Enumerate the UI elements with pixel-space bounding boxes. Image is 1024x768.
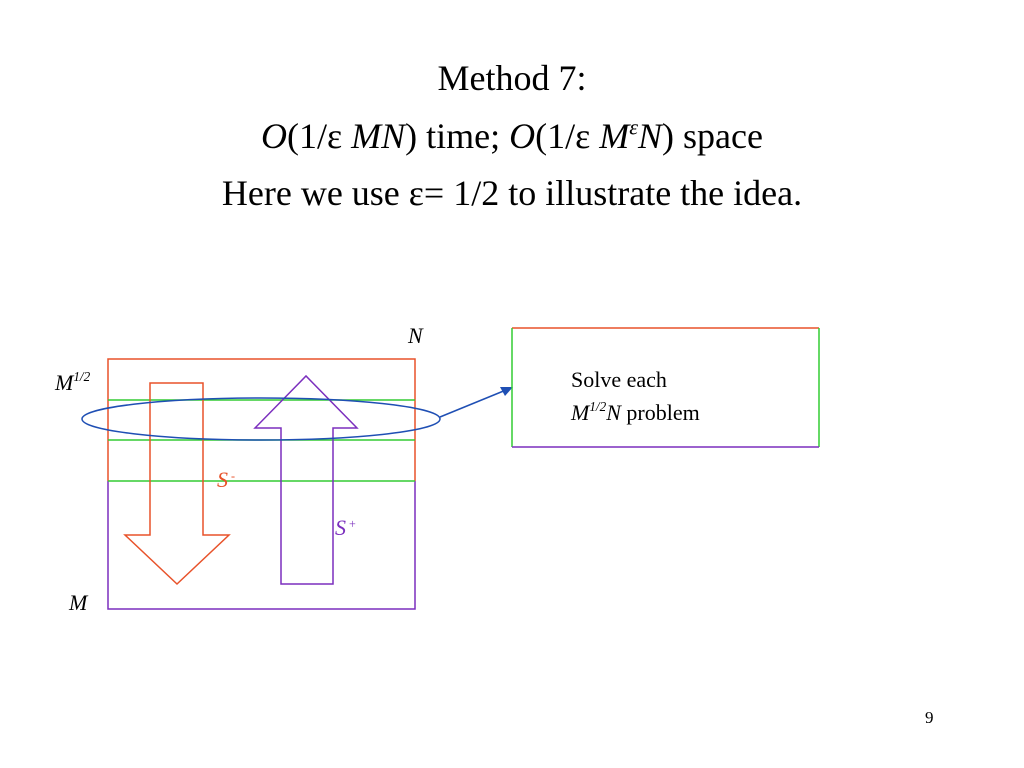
subproblem-m: M — [571, 400, 590, 425]
title-mn: MN — [351, 116, 406, 156]
label-n: N — [408, 323, 423, 348]
subproblem-n: N — [606, 400, 621, 425]
title-o-1: O — [261, 116, 288, 156]
label-s-plus-sign: + — [349, 516, 356, 531]
title-paren-1: (1/ε — [287, 116, 352, 156]
title-m: M — [599, 116, 630, 156]
subproblem-rest: problem — [620, 400, 700, 425]
s-minus-arrow — [123, 382, 231, 586]
label-m: M — [69, 590, 88, 615]
connector-line — [439, 389, 507, 418]
subproblem-line-1: Solve each — [571, 367, 667, 392]
label-m-half: M1/2 — [55, 368, 91, 395]
subproblem-m-sup: 1/2 — [589, 398, 607, 414]
matrix-lower-outline — [107, 481, 416, 610]
title-space: ) space — [662, 116, 763, 156]
s-plus-arrow — [253, 374, 359, 585]
label-s-minus-sign: - — [231, 468, 236, 483]
page-number: 9 — [925, 708, 934, 727]
title-paren-2: (1/ε — [535, 116, 600, 156]
connector-arrowhead — [500, 387, 513, 396]
subproblem-line-2: M1/2N problem — [571, 396, 700, 429]
label-m-half-sup: 1/2 — [73, 368, 91, 384]
title-line-1: Method 7: — [437, 58, 587, 98]
label-s-minus: S- — [217, 468, 235, 492]
title-n: N — [638, 116, 663, 156]
label-s-plus: S+ — [335, 516, 356, 540]
title-o-2: O — [509, 116, 536, 156]
label-s-minus-base: S — [217, 467, 228, 492]
title-time: ) time; — [405, 116, 510, 156]
title-line-3: Here we use ε= 1/2 to illustrate the ide… — [221, 173, 803, 213]
title-line-2: O(1/ε MN) time; O(1/ε MεN) space — [0, 116, 1024, 156]
strip-highlight-ellipse — [81, 397, 441, 441]
label-s-plus-base: S — [335, 515, 346, 540]
matrix-upper-outline — [107, 358, 416, 481]
subproblem-text: Solve each M1/2N problem — [571, 363, 700, 429]
label-m-half-base: M — [55, 370, 74, 395]
title-eps-superscript: ε — [629, 114, 639, 140]
